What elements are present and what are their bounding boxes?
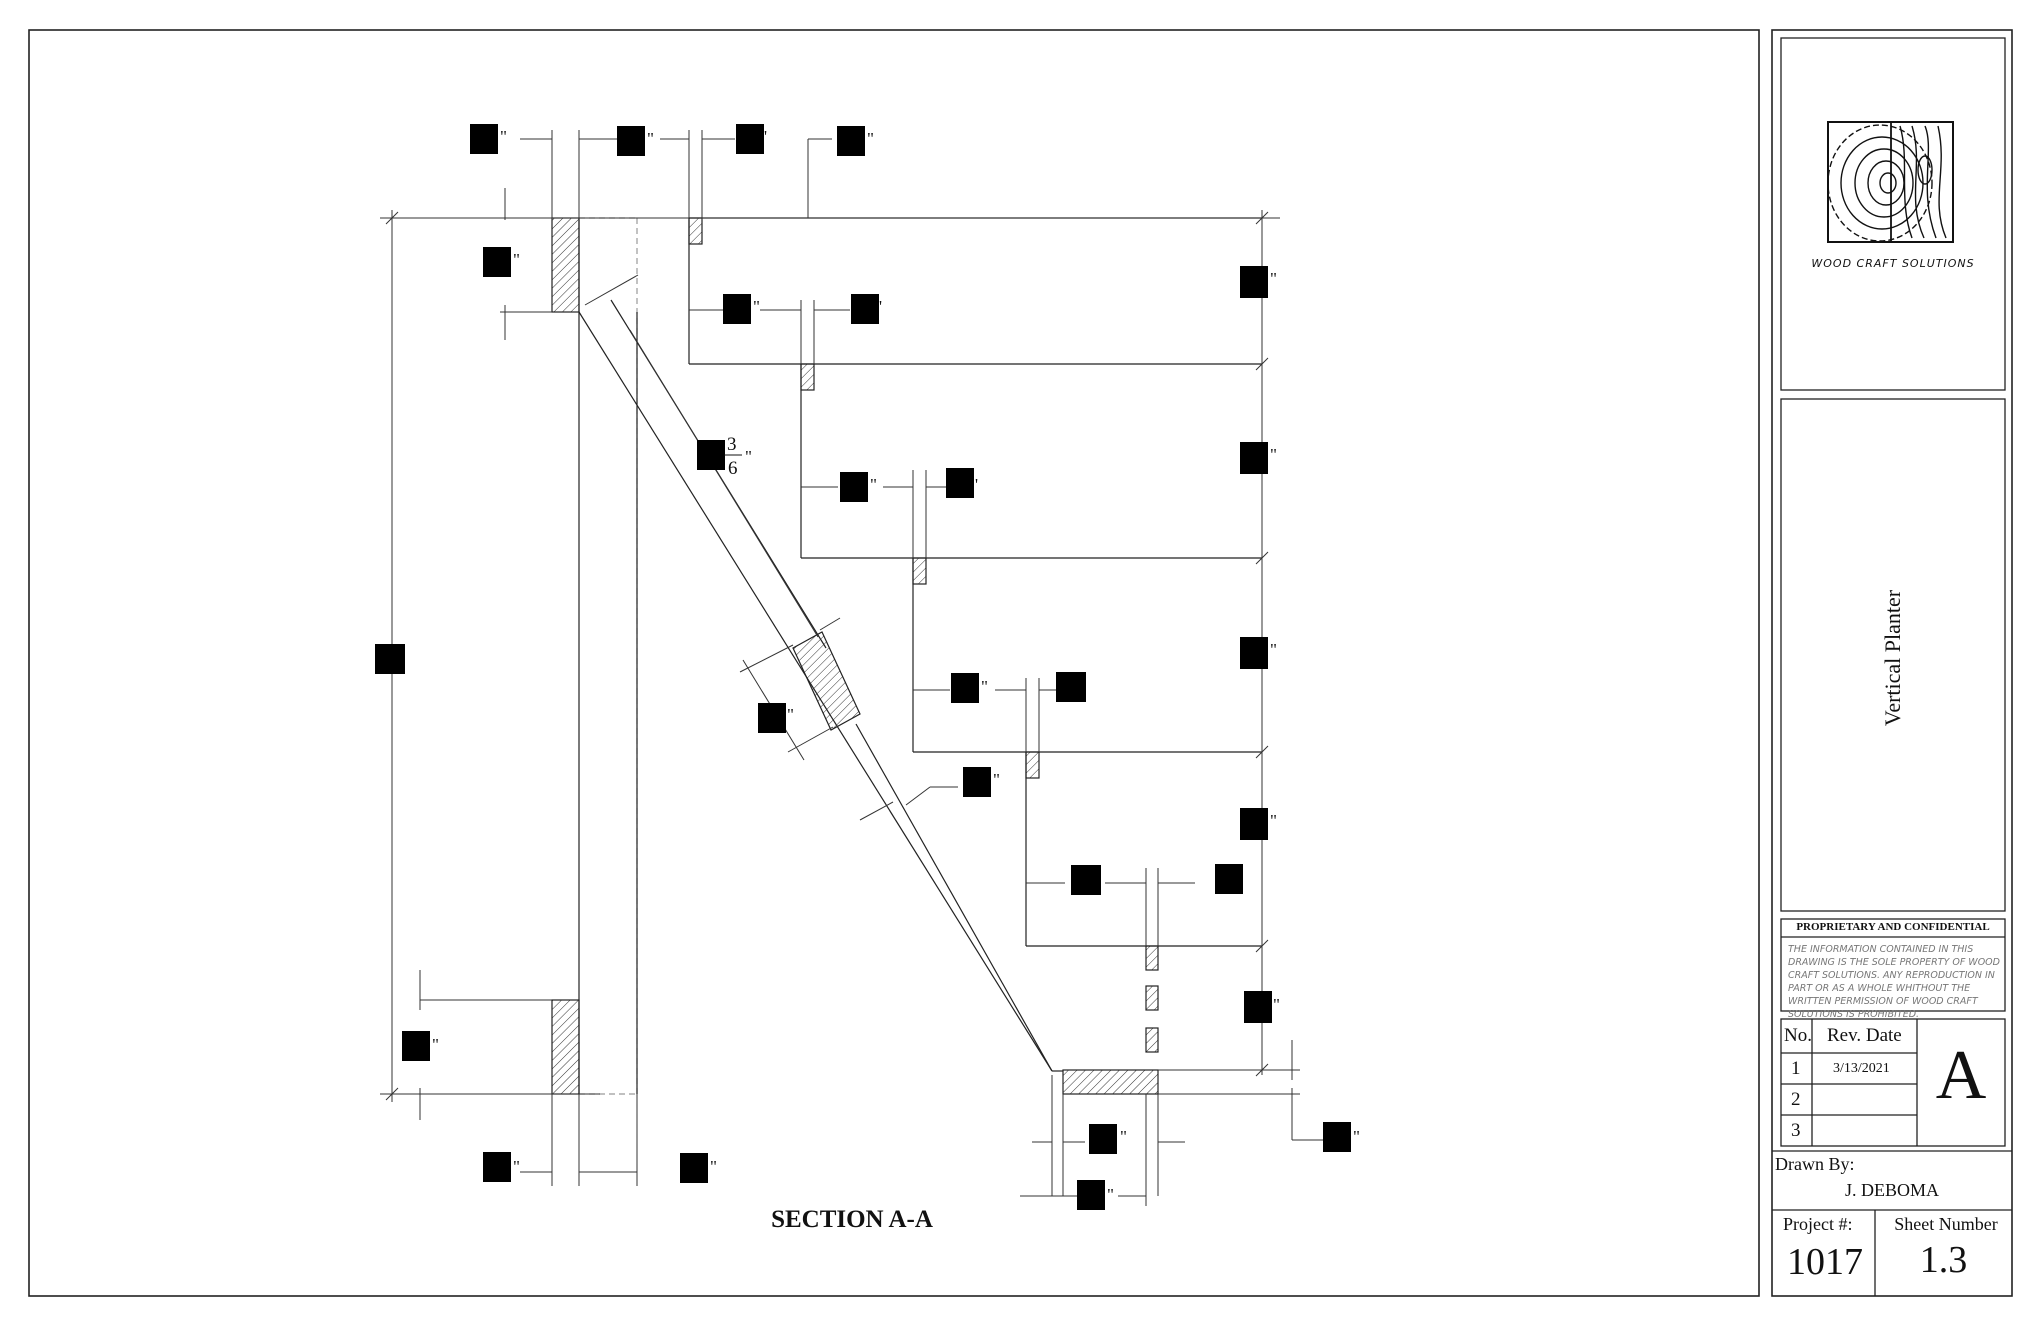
redaction-block [736,124,764,154]
redaction-block [1077,1180,1105,1210]
redaction-block [723,294,751,324]
dim-right-4: " [1270,811,1277,830]
dim-shelf1-b: ' [879,297,882,316]
dim-leg: " [993,770,1000,789]
sheet-number: 1.3 [1919,1239,1968,1281]
company-name: WOOD CRAFT SOLUTIONS [1811,257,1975,270]
shelf-cleat [800,363,815,391]
diagonal-brace [792,631,861,731]
rev-row-1-no: 1 [1791,1058,1801,1079]
dim-top-1: " [500,127,507,146]
dim-right-3: " [1270,640,1277,659]
rev-row-3-no: 3 [1791,1120,1801,1141]
redaction-block [1323,1122,1351,1152]
redaction-block [680,1153,708,1183]
redaction-block [1240,637,1268,669]
dim-left-lower: " [432,1035,439,1054]
redaction-block [951,673,979,703]
dim-right-2: " [1270,445,1277,464]
drawn-by-label: Drawn By: [1775,1154,1855,1174]
shelf-cleat [1145,985,1159,1011]
redaction-block [837,126,865,156]
logo-panel [1780,37,2006,391]
dim-slab-width: " [1120,1127,1127,1146]
redaction-block [1089,1124,1117,1154]
confidential-text: THE INFORMATION CONTAINED IN THIS DRAWIN… [1788,944,2000,1020]
redaction-block [1240,266,1268,298]
dim-shelf2-a: " [870,475,877,494]
dim-top-3: ' [764,127,767,146]
diagonal-leg [855,723,1053,1072]
redaction-block [1240,442,1268,474]
dimension-text: " " ' " " " ' " 3 6 " " ' " " " " " " " … [432,127,1360,1204]
redaction-block [697,440,725,470]
dim-diagonal-suffix: " [745,447,752,466]
dim-bottom-right: " [1353,1127,1360,1146]
redactions [375,124,1351,1210]
redaction-block [617,126,645,156]
title-block-lines [1772,37,2012,1296]
dim-shelf3-a: " [981,677,988,696]
project-label: Project #: [1783,1214,1853,1234]
redaction-block [470,124,498,154]
dim-diagonal-den: 6 [728,458,738,479]
rev-row-1-date: 3/13/2021 [1833,1061,1890,1076]
redaction-block [1215,864,1243,894]
wood-logo-icon [1827,121,1954,243]
dim-shelf1-a: " [753,297,760,316]
redaction-block [963,767,991,797]
back-post-bottom-block [551,999,580,1095]
redaction-block [1244,991,1272,1023]
project-number: 1017 [1787,1241,1863,1283]
dim-right-5: " [1273,995,1280,1014]
title-panel [1780,398,2006,912]
planter-section [551,217,1262,1095]
dim-shelf2-b: ' [975,475,978,494]
shelf-cleat [1145,1027,1159,1053]
rev-row-2-no: 2 [1791,1089,1801,1110]
redaction-block [946,468,974,498]
dim-left-upper: " [513,250,520,269]
redaction-block [1240,808,1268,840]
shelf-cleat [1025,751,1040,779]
rev-date-header: Rev. Date [1827,1025,1902,1046]
shelf-cleat [1145,945,1159,971]
redaction-block [483,247,511,277]
dim-top-4: " [867,129,874,148]
redaction-block [375,644,405,674]
redaction-block [758,703,786,733]
redaction-block [402,1031,430,1061]
title-block-frame [1771,29,2013,1297]
confidential-heading: PROPRIETARY AND CONFIDENTIAL [1796,921,1990,933]
redaction-block [851,294,879,324]
sheet-label: Sheet Number [1894,1214,1998,1234]
dim-bottom-3: " [1107,1185,1114,1204]
drawing-title: Vertical Planter [1880,589,1905,727]
dim-brace: " [787,705,794,724]
revision-panel [1780,1018,2006,1147]
shelf-cleat [688,217,703,245]
dim-right-1: " [1270,269,1277,288]
redaction-block [483,1152,511,1182]
dim-bottom-2: " [710,1157,717,1176]
drawing-border [28,29,1760,1297]
base-slab [1062,1069,1159,1095]
confidential-panel [1780,918,2006,1012]
shelf-cleat [912,557,927,585]
rev-no-header: No. [1784,1025,1812,1046]
redaction-block [1071,865,1101,895]
drawn-by-name: J. DEBOMA [1844,1180,1939,1200]
redaction-block [1056,672,1086,702]
dim-bottom-1: " [513,1157,520,1176]
back-post-top-block [551,217,580,313]
redaction-block [840,472,868,502]
dimension-lines [380,130,1325,1206]
dim-top-2: " [647,129,654,148]
revision-letter: A [1935,1037,1987,1114]
dim-diagonal-num: 3 [727,434,737,455]
section-label: SECTION A-A [771,1206,933,1233]
